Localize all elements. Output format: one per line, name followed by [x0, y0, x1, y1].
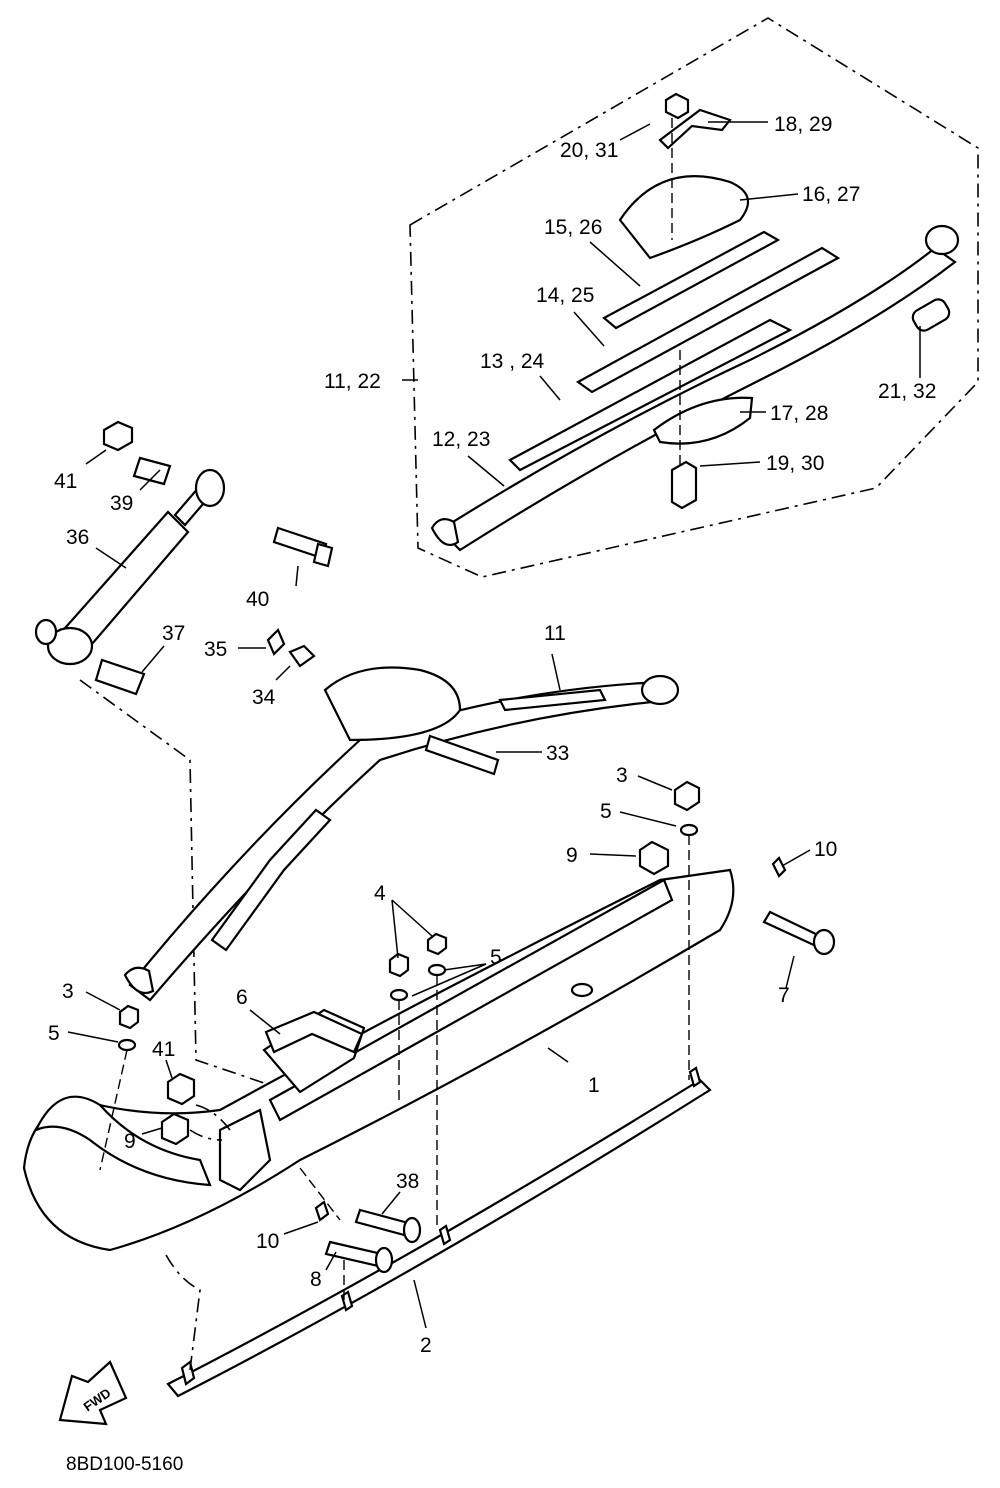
callout-10-left: 10 [256, 1230, 279, 1253]
callout-5-left: 5 [48, 1022, 60, 1045]
callout-21-32: 21, 32 [878, 380, 936, 403]
callout-18-29: 18, 29 [774, 113, 832, 136]
callout-3-right: 3 [616, 764, 628, 787]
callout-8: 8 [310, 1268, 322, 1291]
callout-15-26: 15, 26 [544, 216, 602, 239]
callout-33: 33 [546, 742, 569, 765]
callout-19-30: 19, 30 [766, 452, 824, 475]
callout-12-23: 12, 23 [432, 428, 490, 451]
callout-11: 11 [544, 622, 566, 645]
callout-1: 1 [588, 1074, 600, 1097]
leaf-spring-assembled [123, 628, 680, 1002]
shock-absorber [34, 420, 334, 1086]
callout-13-24: 13 , 24 [480, 350, 545, 373]
callout-14-25: 14, 25 [536, 284, 594, 307]
diagram-code: 8BD100-5160 [66, 1454, 183, 1475]
callout-35: 35 [204, 638, 227, 661]
callout-36: 36 [66, 526, 89, 549]
callout-37: 37 [162, 622, 185, 645]
callout-10-right: 10 [814, 838, 837, 861]
callout-38: 38 [396, 1170, 419, 1193]
callout-20-31: 20, 31 [560, 139, 618, 162]
callout-11-22: 11, 22 [324, 370, 381, 393]
callout-4: 4 [374, 882, 386, 905]
ski-body [22, 868, 735, 1252]
callout-9-right: 9 [566, 844, 578, 867]
callout-labels: 18, 29 20, 31 16, 27 15, 26 14, 25 13 , … [48, 113, 936, 1357]
callout-34: 34 [252, 686, 276, 709]
callout-6: 6 [236, 986, 248, 1009]
callout-17-28: 17, 28 [770, 402, 828, 425]
callout-9-left: 9 [124, 1130, 136, 1153]
callout-41-bottom: 41 [152, 1038, 175, 1061]
callout-5-center: 5 [490, 946, 502, 969]
fasteners [99, 780, 836, 1371]
exploded-view-boundary [409, 17, 979, 578]
callout-39: 39 [110, 492, 133, 515]
fwd-arrow: FWD [58, 1360, 128, 1426]
callout-2: 2 [420, 1334, 432, 1357]
callout-40: 40 [246, 588, 269, 611]
callout-7: 7 [778, 984, 790, 1007]
leaf-spring-exploded [430, 92, 960, 552]
leader-lines [67, 121, 921, 1329]
callout-16-27: 16, 27 [802, 183, 860, 206]
callout-5-right: 5 [600, 800, 612, 823]
callout-41-top: 41 [54, 470, 77, 493]
callout-3-left: 3 [62, 980, 74, 1003]
